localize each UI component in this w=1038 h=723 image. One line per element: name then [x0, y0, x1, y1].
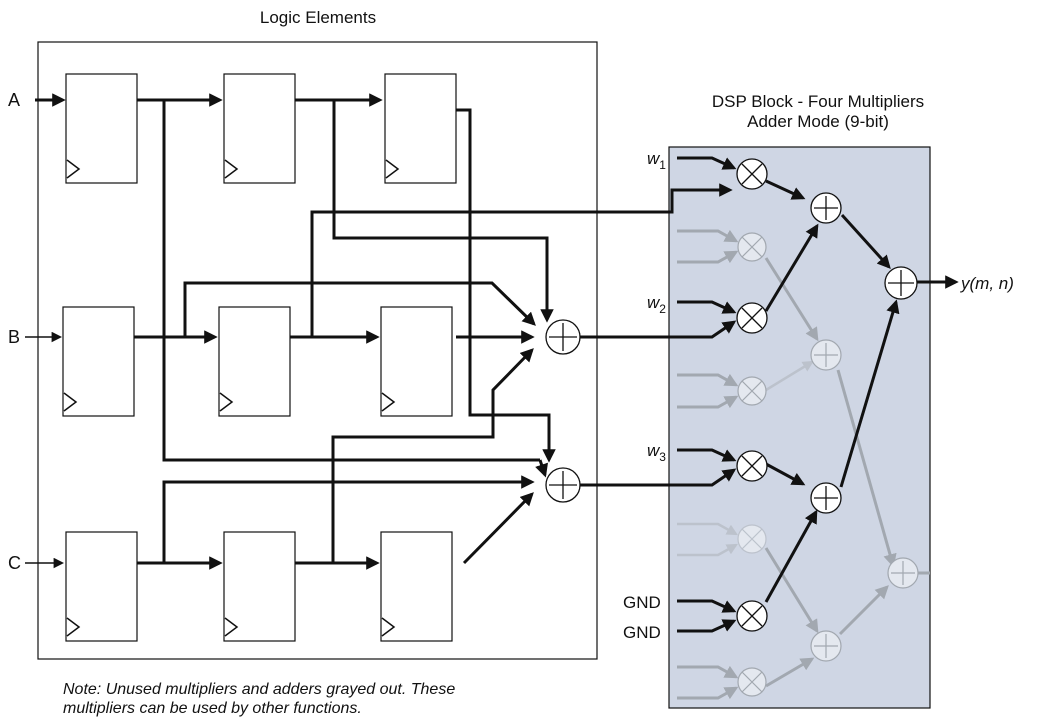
- register-a3: [384, 73, 457, 184]
- unused-adder: [810, 630, 842, 662]
- multiplier-gnd: [736, 600, 768, 632]
- gnd-label-2: GND: [623, 623, 661, 642]
- weight-w2-label: w2: [647, 293, 666, 316]
- unused-multiplier: [737, 524, 767, 554]
- register-a1: [65, 73, 138, 184]
- multiplier-w3: [736, 450, 768, 482]
- register-a2: [223, 73, 296, 184]
- register-c3: [380, 531, 453, 642]
- adder-upper: [545, 319, 581, 355]
- input-a-label: A: [8, 90, 20, 110]
- weight-w1-label: w1: [647, 149, 666, 172]
- active-wiring: [25, 93, 959, 633]
- adder-lower: [545, 467, 581, 503]
- input-c-label: C: [8, 553, 21, 573]
- dsp-adder-top: [810, 192, 842, 224]
- unused-multiplier: [737, 667, 767, 697]
- unused-adder: [887, 557, 919, 589]
- register-b1: [62, 306, 135, 417]
- unused-multiplier: [737, 376, 767, 406]
- unused-multiplier: [737, 232, 767, 262]
- dsp-block-box: [668, 146, 931, 709]
- register-c1: [65, 531, 138, 642]
- dsp-block-title: DSP Block - Four Multipliers: [712, 92, 924, 111]
- multiplier-w1: [736, 158, 768, 190]
- unused-dsp-wiring: [677, 229, 930, 700]
- dsp-block-mode: Adder Mode (9-bit): [747, 112, 889, 131]
- gnd-label-1: GND: [623, 593, 661, 612]
- input-b-label: B: [8, 327, 20, 347]
- note-line-1: Note: Unused multipliers and adders gray…: [63, 681, 455, 698]
- multiplier-w2: [736, 302, 768, 334]
- register-c2: [223, 531, 296, 642]
- dsp-adder-final: [884, 266, 918, 300]
- register-b3: [380, 306, 453, 417]
- dsp-adder-mid: [810, 482, 842, 514]
- unused-adder: [810, 339, 842, 371]
- register-b2: [218, 306, 291, 417]
- output-label: y(m, n): [960, 274, 1014, 293]
- note-line-2: multipliers can be used by other functio…: [63, 700, 362, 717]
- logic-elements-title: Logic Elements: [260, 8, 376, 27]
- weight-w3-label: w3: [647, 441, 666, 464]
